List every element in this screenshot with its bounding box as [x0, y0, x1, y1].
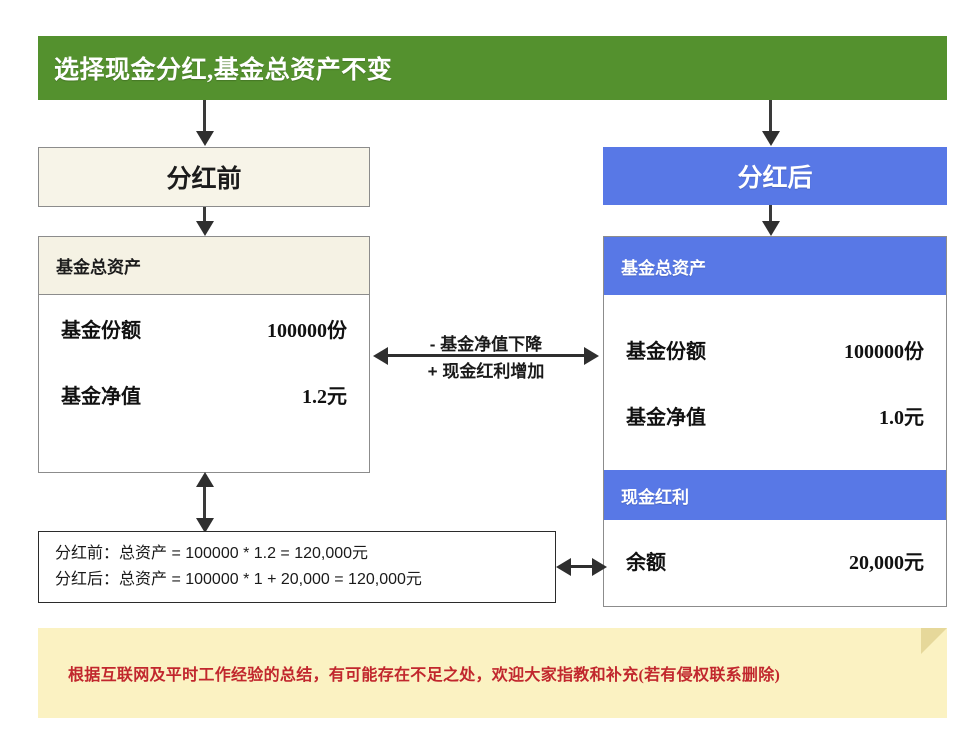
- formula-line-2: 分红后：总资产 = 100000 * 1 + 20,000 = 120,000元: [55, 571, 422, 588]
- footer-note-text: 根据互联网及平时工作经验的总结，有可能存在不足之处，欢迎大家指教和补充(若有侵权…: [68, 667, 781, 684]
- before-row-1-label: 基金净值: [61, 385, 141, 408]
- arrowhead-header-to-before: [195, 131, 214, 146]
- arrow-panels-compare: [388, 354, 584, 357]
- before-row-0-label: 基金份额: [61, 319, 141, 342]
- after-total-assets-band: 基金总资产: [604, 237, 946, 295]
- before-title-box: 分红前: [38, 147, 370, 207]
- header-banner: 选择现金分红,基金总资产不变: [38, 36, 947, 100]
- arrow-header-to-after: [769, 100, 772, 133]
- after-title-label: 分红后: [737, 165, 813, 192]
- arrowhead-before-to-formula-down: [195, 518, 214, 533]
- arrow-before-to-formula: [203, 482, 206, 522]
- arrowhead-header-to-after: [761, 131, 780, 146]
- cash-dividend-rows: 余额 20,000元: [604, 520, 946, 600]
- before-total-assets-label: 基金总资产: [56, 258, 141, 277]
- after-row-1-label: 基金净值: [626, 407, 706, 429]
- after-rows: 基金份额 100000份 基金净值 1.0元: [604, 295, 946, 470]
- cash-dividend-band: 现金红利: [604, 470, 946, 520]
- table-row: 基金份额 100000份: [626, 317, 924, 383]
- arrowhead-before-to-formula-up: [195, 472, 214, 487]
- arrow-after-title-to-panel: [769, 205, 772, 223]
- cash-dividend-label: 现金红利: [621, 487, 689, 507]
- arrow-before-title-to-panel: [203, 207, 206, 223]
- formula-box: 分红前：总资产 = 100000 * 1.2 = 120,000元 分红后：总资…: [38, 531, 556, 603]
- cash-row-0-value: 20,000元: [849, 551, 924, 574]
- after-row-0-label: 基金份额: [626, 341, 706, 363]
- folded-corner-icon: [921, 628, 947, 654]
- footer-note: 根据互联网及平时工作经验的总结，有可能存在不足之处，欢迎大家指教和补充(若有侵权…: [38, 628, 947, 718]
- arrowhead-compare-right: [584, 346, 599, 365]
- before-title-label: 分红前: [166, 166, 242, 193]
- arrowhead-compare-left: [373, 346, 388, 365]
- after-panel: 基金总资产 基金份额 100000份 基金净值 1.0元 现金红利 余额 20,…: [603, 236, 947, 607]
- after-total-assets-label: 基金总资产: [621, 258, 706, 278]
- before-panel: 基金总资产 基金份额 100000份 基金净值 1.2元: [38, 236, 370, 473]
- after-row-0-value: 100000份: [844, 341, 924, 363]
- before-total-assets-band: 基金总资产: [39, 237, 369, 295]
- arrowhead-formula-left: [556, 557, 571, 576]
- before-row-0-value: 100000份: [267, 319, 347, 342]
- before-row-1-value: 1.2元: [302, 385, 347, 408]
- before-rows: 基金份额 100000份 基金净值 1.2元: [39, 295, 369, 470]
- compare-note: - 基金净值下降 + 现金红利增加: [388, 331, 584, 385]
- after-title-box: 分红后: [603, 147, 947, 205]
- arrowhead-after-title-to-panel: [761, 221, 780, 236]
- arrow-header-to-before: [203, 100, 206, 133]
- table-row: 基金净值 1.0元: [626, 383, 924, 449]
- after-row-1-value: 1.0元: [879, 407, 924, 429]
- compare-note-line-2: + 现金红利增加: [427, 362, 545, 381]
- table-row: 基金净值 1.2元: [61, 361, 347, 427]
- cash-row-0-label: 余额: [626, 551, 666, 574]
- arrow-formula-to-after: [568, 565, 594, 568]
- arrowhead-formula-right: [592, 557, 607, 576]
- arrowhead-before-title-to-panel: [195, 221, 214, 236]
- table-row: 余额 20,000元: [626, 546, 924, 575]
- compare-note-line-1: - 基金净值下降: [429, 335, 543, 354]
- page-title: 选择现金分红,基金总资产不变: [54, 57, 393, 84]
- table-row: 基金份额 100000份: [61, 295, 347, 361]
- formula-line-1: 分红前：总资产 = 100000 * 1.2 = 120,000元: [55, 545, 369, 562]
